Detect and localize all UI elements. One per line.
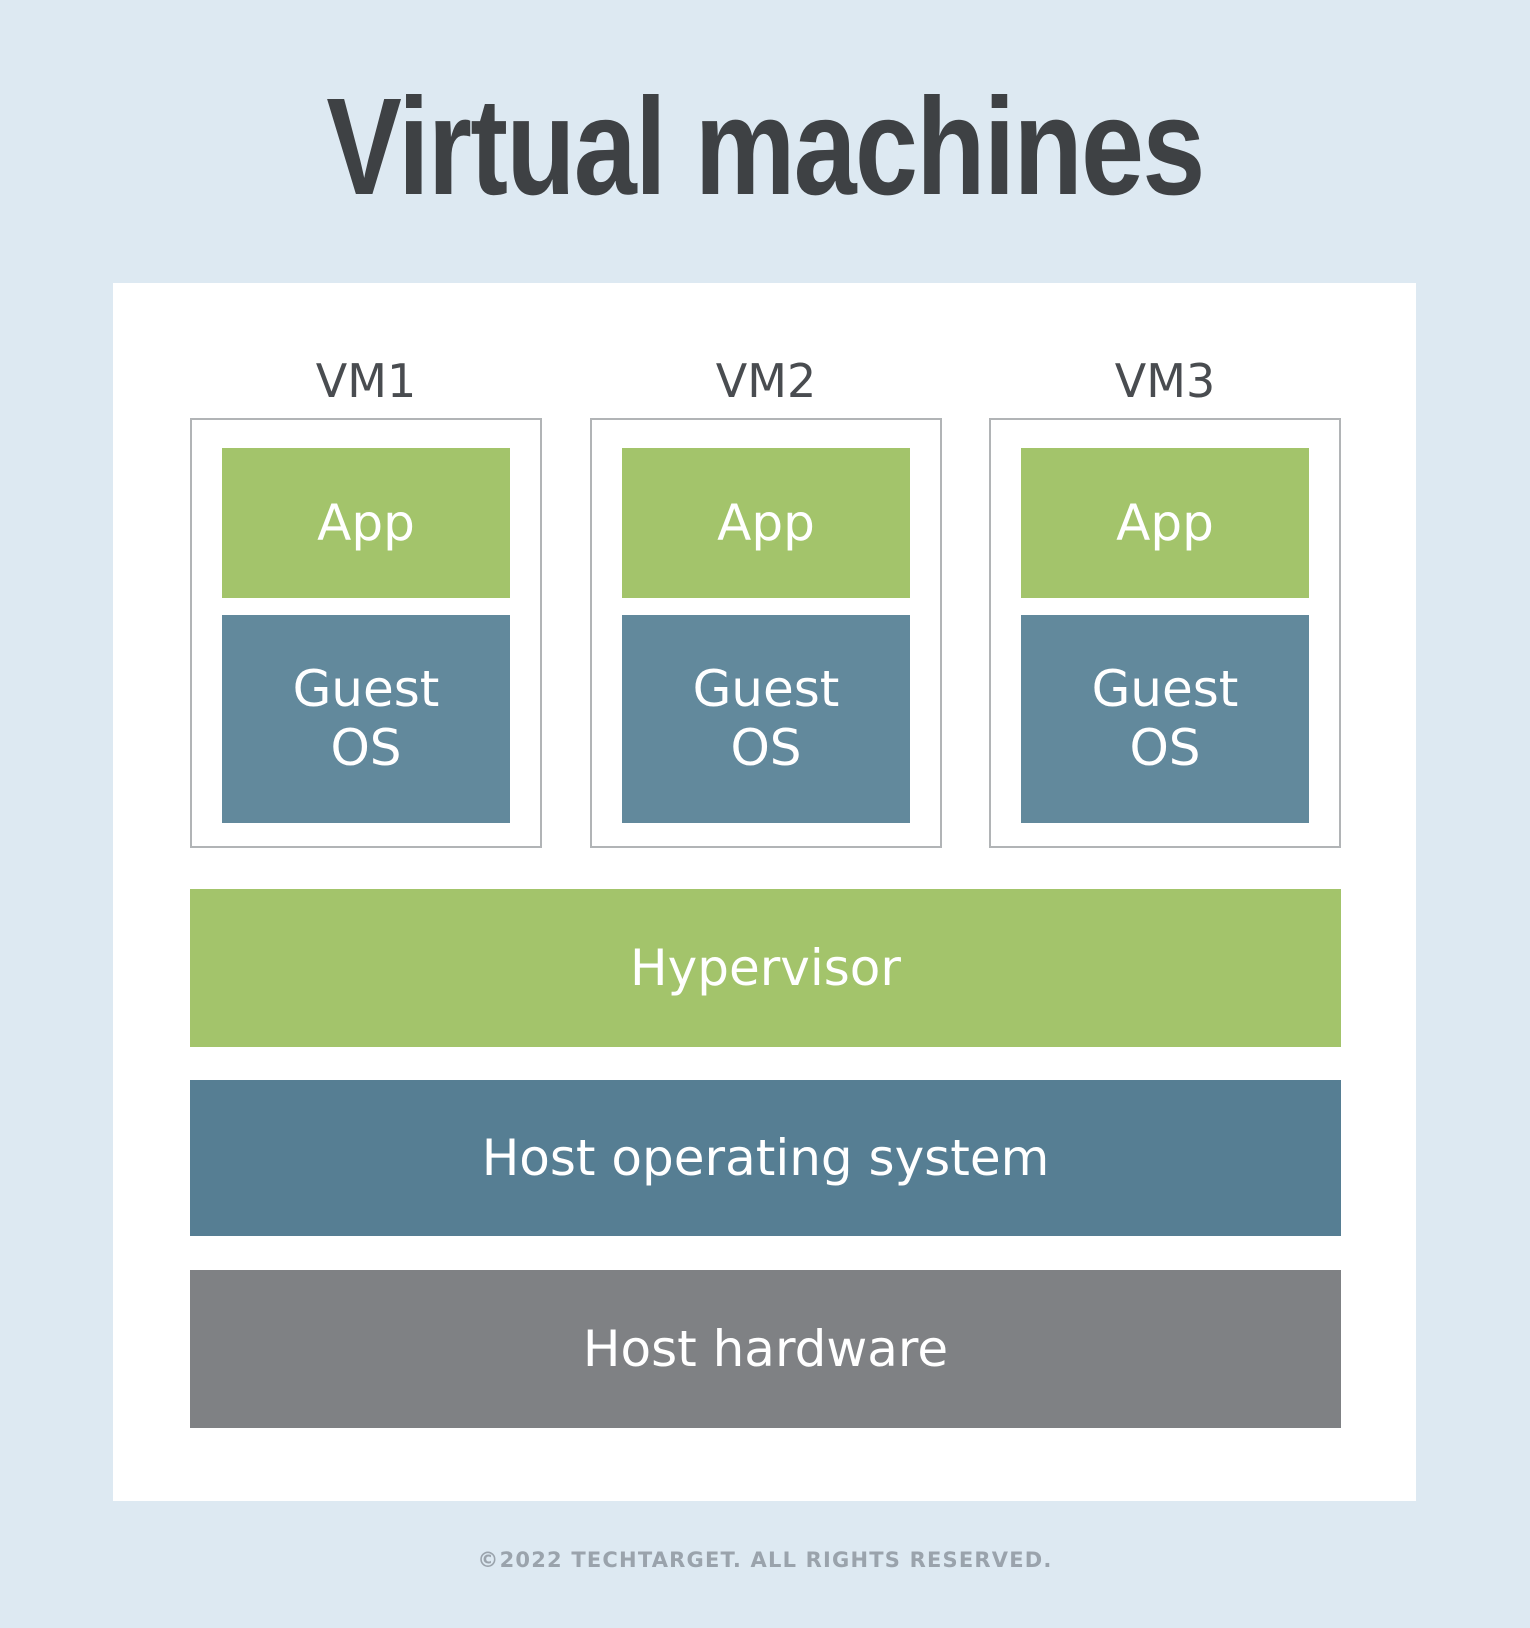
vm3-app-block: App [1021,448,1309,598]
vm1-column: VM1 App Guest OS [190,343,542,848]
vm2-app-block: App [622,448,910,598]
vm2-guest-os-block: Guest OS [622,615,910,823]
vm1-guest-os-block: Guest OS [222,615,510,823]
vm1-box: App Guest OS [190,418,542,848]
vm1-label: VM1 [315,353,417,408]
vm2-box: App Guest OS [590,418,942,848]
vm1-app-block: App [222,448,510,598]
vm2-label: VM2 [715,353,817,408]
hypervisor-layer: Hypervisor [190,889,1341,1047]
host-operating-system-layer: Host operating system [190,1080,1341,1236]
copyright-footer: ©2022 TECHTARGET. ALL RIGHTS RESERVED. [477,1548,1053,1572]
vm3-label: VM3 [1114,353,1216,408]
host-hardware-layer: Host hardware [190,1270,1341,1428]
vm3-guest-os-block: Guest OS [1021,615,1309,823]
page-title: Virtual machines [326,70,1205,224]
diagram-card: VM1 App Guest OS VM2 App Guest OS VM3 Ap… [113,283,1416,1501]
vm3-column: VM3 App Guest OS [989,343,1341,848]
vm2-column: VM2 App Guest OS [590,343,942,848]
vm3-box: App Guest OS [989,418,1341,848]
